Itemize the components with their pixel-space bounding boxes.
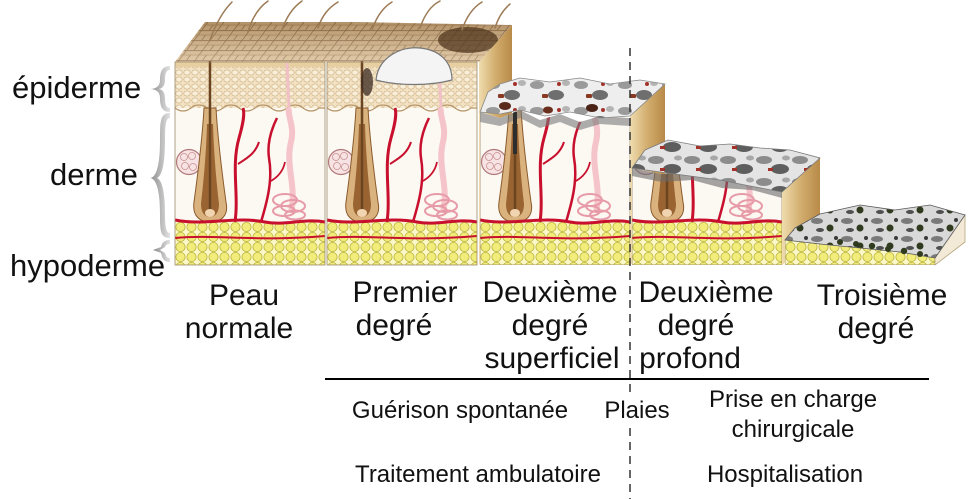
column-labels: Peau normale Premier degré Deuxième degr… bbox=[185, 276, 947, 375]
dermis-brace bbox=[150, 113, 170, 238]
surface-shading bbox=[175, 22, 357, 62]
label-deep-line1: Deuxième bbox=[638, 276, 773, 309]
label-deep-line3: profond bbox=[639, 342, 741, 375]
label-third-degree-line2: degré bbox=[838, 312, 915, 345]
epidermis-brace bbox=[150, 66, 170, 112]
outcome-labels: Guérison spontanée Plaies Prise en charg… bbox=[352, 386, 877, 488]
label-first-degree-line1: Premier bbox=[352, 276, 457, 309]
spontaneous-healing-label: Guérison spontanée bbox=[352, 397, 568, 424]
hypodermis-label: hypoderme bbox=[10, 248, 165, 283]
eschar-fragment bbox=[586, 104, 598, 112]
hospitalisation-label: Hospitalisation bbox=[707, 461, 863, 488]
label-third-degree-line1: Troisième bbox=[817, 279, 948, 312]
normal-skin-front bbox=[175, 61, 325, 265]
hair-strand bbox=[495, 4, 510, 28]
label-normal-skin-line2: normale bbox=[185, 312, 293, 345]
surgical-care-label-line2: chirurgicale bbox=[732, 416, 855, 443]
label-normal-skin-line1: Peau bbox=[209, 279, 279, 312]
dermis-label: derme bbox=[50, 157, 138, 192]
surgical-care-label-line1: Prise en charge bbox=[709, 386, 877, 413]
first-degree-section bbox=[327, 61, 477, 265]
layer-labels: épiderme derme hypoderme bbox=[10, 66, 170, 283]
label-superficial-line1: Deuxième bbox=[482, 276, 617, 309]
label-deep-line2: degré bbox=[658, 309, 735, 342]
normal-skin-section bbox=[175, 61, 325, 265]
epidermis-burn-spot bbox=[361, 68, 373, 96]
label-superficial-line2: degré bbox=[512, 309, 589, 342]
label-first-degree-line2: degré bbox=[356, 309, 433, 342]
eschar-fragment bbox=[543, 107, 553, 114]
eschar-fragment bbox=[499, 102, 511, 110]
outpatient-treatment-label: Traitement ambulatoire bbox=[355, 461, 601, 488]
epidermis-label: épiderme bbox=[12, 70, 141, 105]
first-degree-front bbox=[327, 61, 477, 265]
wounds-label: Plaies bbox=[604, 397, 669, 424]
label-superficial-line3: superficiel bbox=[484, 342, 619, 375]
surface-burn-mark bbox=[438, 27, 498, 53]
